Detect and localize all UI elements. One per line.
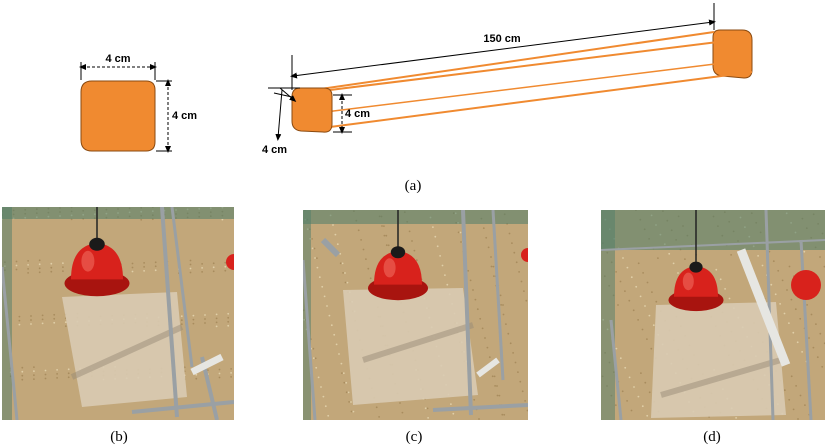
pen-photo-d: [601, 210, 825, 420]
perch-cross-section: 4 cm 4 cm: [79, 53, 197, 153]
caption-b: (b): [110, 429, 128, 445]
photo-b: [2, 207, 234, 420]
net-top: [601, 210, 825, 250]
square-width-label: 4 cm: [105, 53, 130, 65]
net-top: [2, 207, 234, 219]
square-height-label: 4 cm: [172, 110, 197, 122]
frame-bar: [131, 400, 234, 414]
pen-photo-b: [2, 207, 234, 420]
frame-bar: [432, 403, 528, 412]
beam-height-label: 4 cm: [345, 108, 370, 120]
frame-bar: [2, 266, 19, 420]
frame-bar: [609, 319, 623, 420]
photo-c: [303, 210, 528, 420]
perch-icon: [190, 353, 224, 376]
frame-bar: [170, 207, 194, 368]
pen-photo-c: [303, 210, 528, 420]
perch-diagram: 4 cm 4 cm 150 cm: [79, 3, 753, 156]
perch-icon: [736, 248, 791, 367]
frame-bar: [491, 210, 505, 381]
feeder-icon: [668, 261, 724, 312]
feeder-icon: [368, 246, 428, 301]
frame-bar: [799, 239, 813, 420]
photo-d: [601, 210, 825, 420]
beam-depth-label: 4 cm: [262, 144, 287, 156]
beam-length-label: 150 cm: [483, 33, 521, 45]
frame-bar: [320, 237, 341, 258]
perch-beam: 150 cm 4 cm 4 cm: [262, 3, 753, 156]
frame-bar: [461, 210, 473, 416]
net-left: [601, 210, 615, 420]
caption-a: (a): [404, 178, 422, 194]
feeder-icon: [226, 254, 234, 270]
frame-bar: [601, 239, 825, 251]
feeder-icon: [64, 237, 130, 297]
feeder-icon: [521, 248, 528, 262]
caption-c: (c): [405, 429, 423, 445]
paper-sheet: [62, 292, 187, 407]
perch-icon: [476, 357, 500, 378]
frame-bar: [160, 207, 179, 418]
panel-a: 4 cm 4 cm 150 cm: [0, 0, 827, 200]
feeder-icon: [791, 270, 821, 300]
caption-d: (d): [703, 429, 721, 445]
net-top: [303, 210, 528, 224]
frame-bar: [303, 259, 317, 420]
